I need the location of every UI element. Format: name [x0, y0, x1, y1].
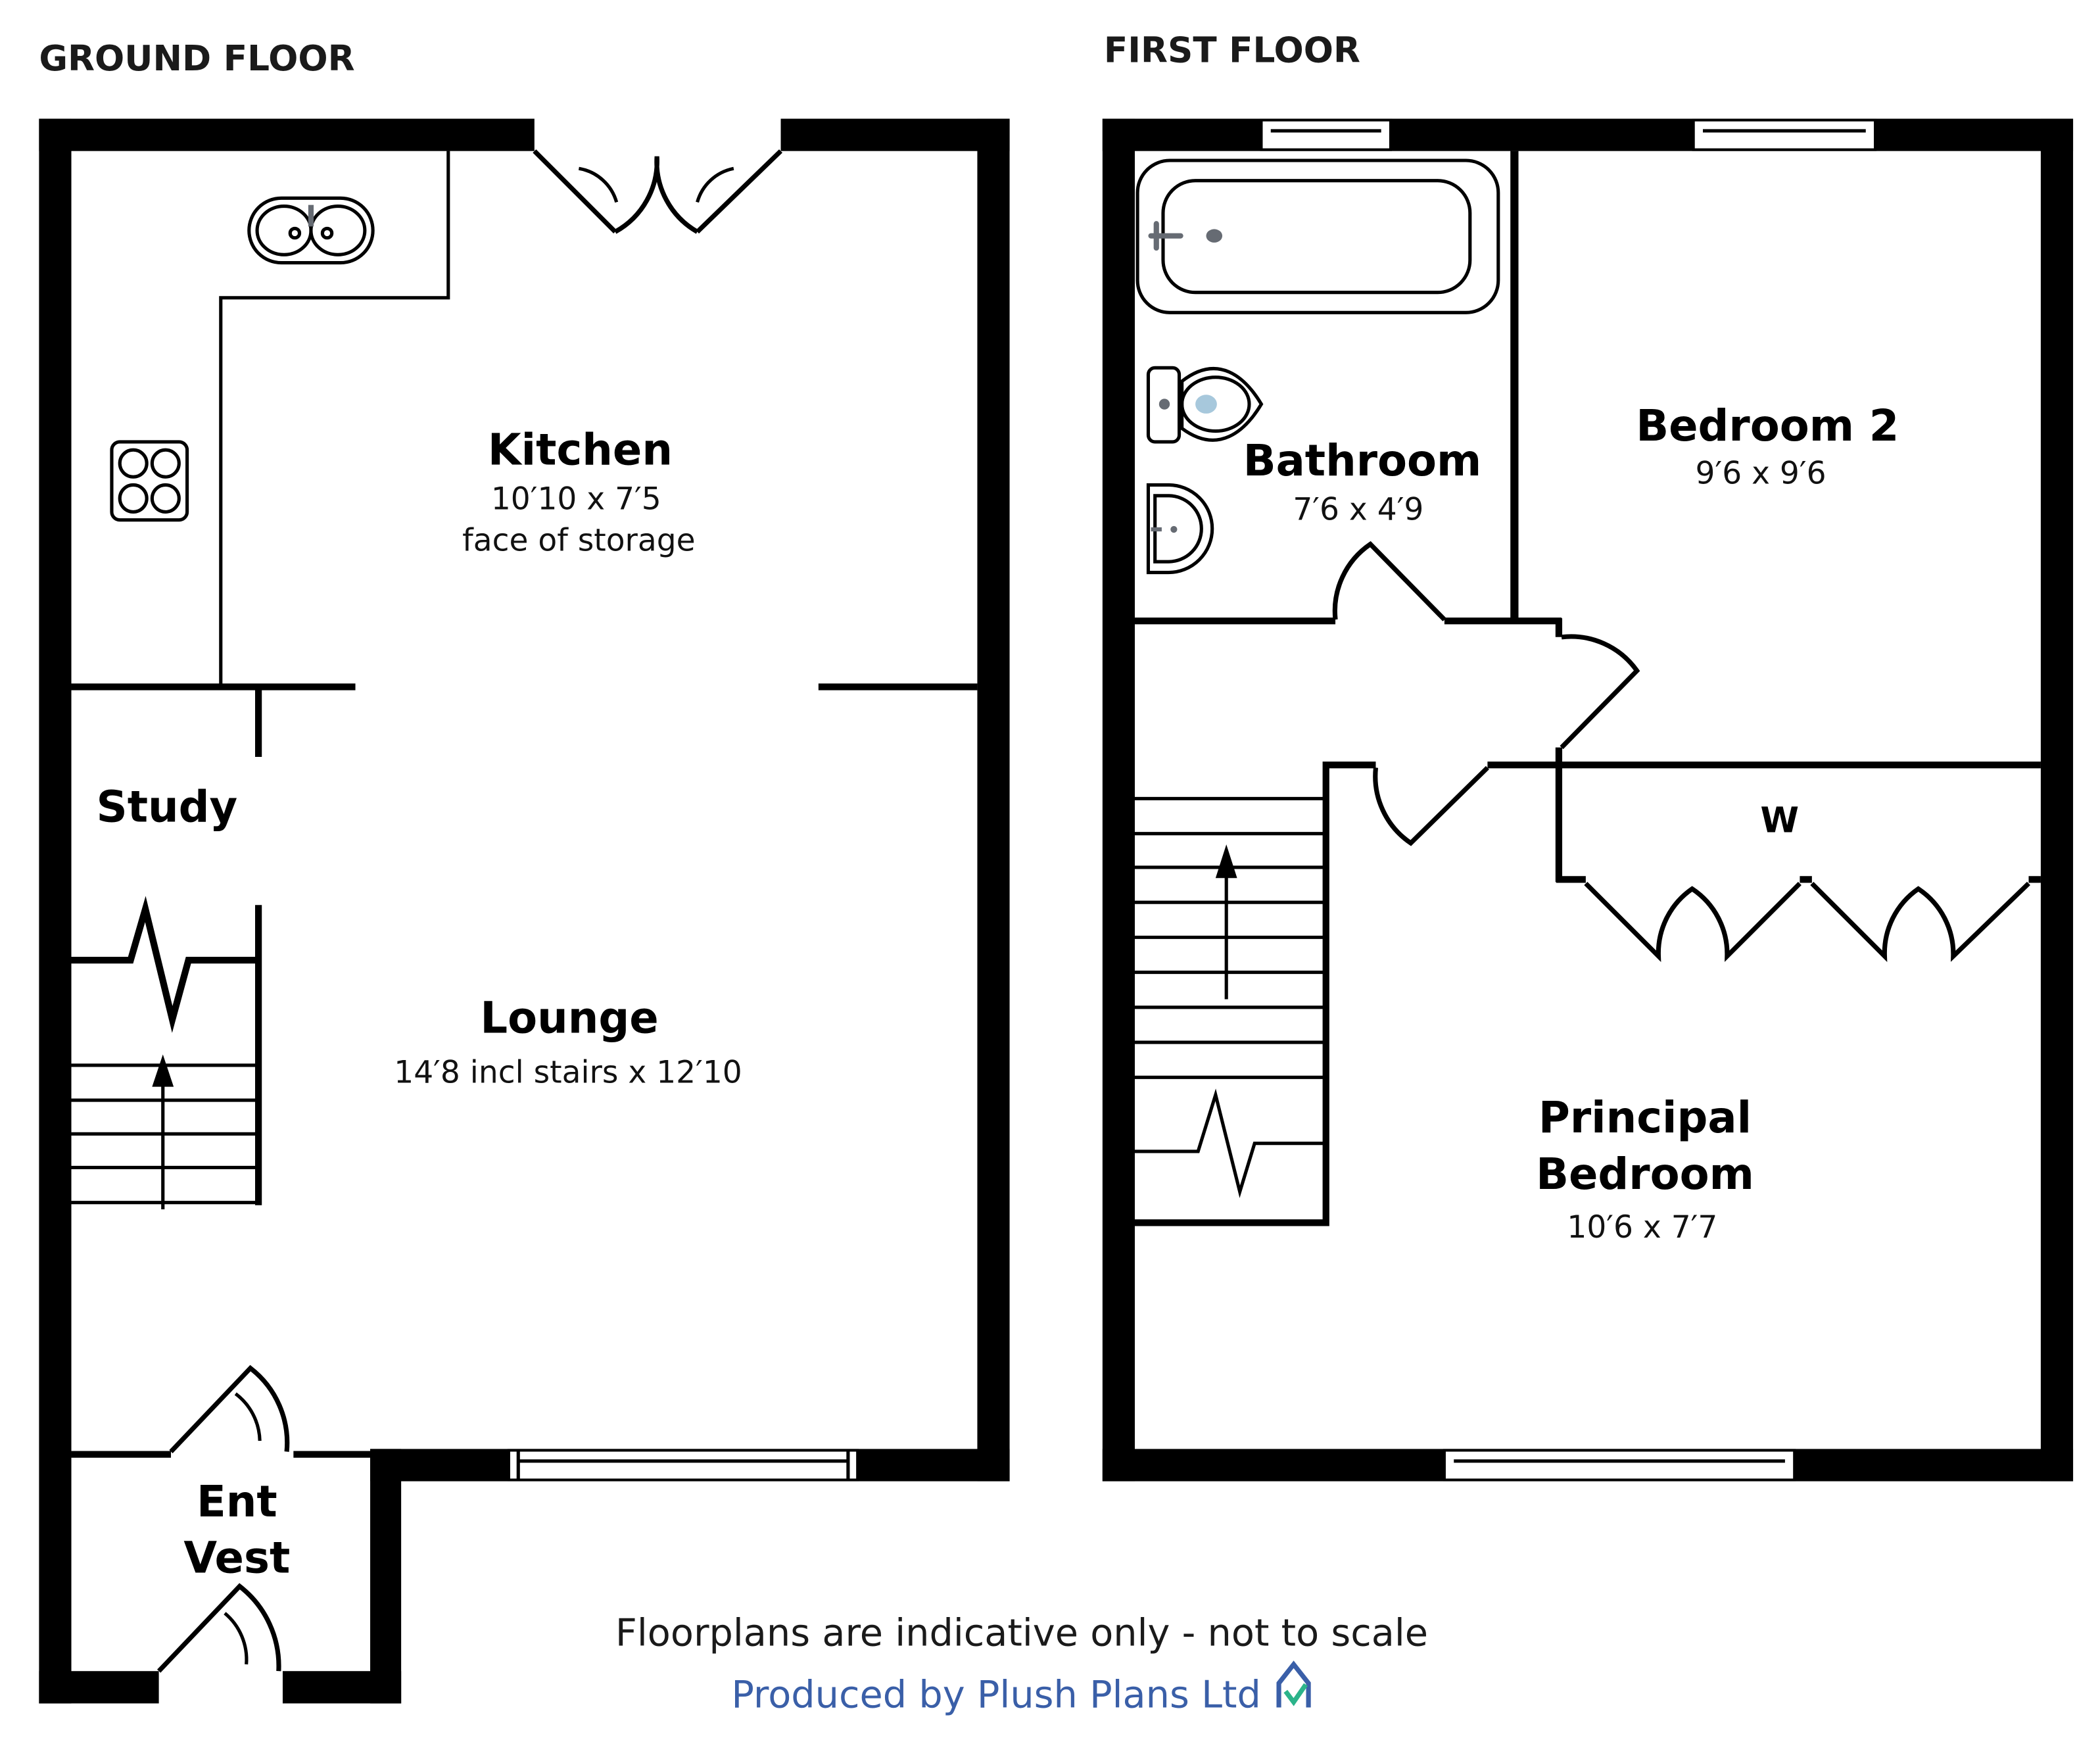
study-label: Study — [97, 782, 238, 832]
front-door — [157, 1583, 281, 1673]
bathroom-dimensions: 7′6 x 4′9 — [1293, 492, 1423, 528]
bathroom-label: Bathroom — [1243, 436, 1482, 486]
stairs — [1134, 796, 1324, 1198]
window — [1260, 118, 1393, 151]
vestibule-label-line2: Vest — [183, 1534, 290, 1583]
first-floor-plan: Bathroom 7′6 x 4′9 Bedroom 2 9′6 x 9′6 W… — [1102, 118, 2074, 1482]
ground-floor-title: GROUND FLOOR — [39, 38, 354, 79]
disclaimer: Floorplans are indicative only - not to … — [615, 1610, 1428, 1655]
sink-icon — [247, 196, 375, 265]
bath-icon — [1135, 158, 1500, 314]
wardrobe-doors — [1584, 881, 2030, 963]
kitchen-dimensions: 10′10 x 7′5 — [491, 481, 661, 517]
credit-link[interactable]: Produced by Plush Plans Ltd — [731, 1673, 1261, 1717]
bedroom-2-door — [1560, 634, 1640, 750]
bedroom-2-label: Bedroom 2 — [1636, 401, 1899, 451]
stairs — [71, 896, 259, 1209]
plush-plans-logo-icon — [1276, 1660, 1311, 1708]
vestibule-label-line1: Ent — [197, 1477, 277, 1527]
window — [1692, 118, 1877, 151]
first-floor-title: FIRST FLOOR — [1104, 30, 1360, 71]
window — [507, 1449, 859, 1482]
principal-bedroom-label-line1: Principal — [1539, 1093, 1752, 1143]
basin-icon — [1146, 483, 1214, 575]
wardrobe-label: W — [1760, 800, 1799, 841]
ground-floor-plan: Kitchen 10′10 x 7′5 face of storage Stud… — [39, 118, 1010, 1704]
door — [169, 1365, 290, 1453]
window — [1443, 1449, 1796, 1482]
toilet-icon — [1146, 366, 1264, 444]
arrow-up-icon — [1215, 844, 1237, 879]
arrow-up-icon — [152, 1054, 174, 1087]
kitchen-note: face of storage — [462, 523, 695, 559]
principal-bedroom-dimensions: 10′6 x 7′7 — [1567, 1209, 1717, 1245]
bedroom-2-dimensions: 9′6 x 9′6 — [1696, 455, 1826, 491]
french-door — [533, 149, 783, 234]
lounge-label: Lounge — [480, 994, 658, 1044]
principal-bedroom-door — [1373, 765, 1489, 846]
bathroom-door — [1332, 541, 1446, 621]
principal-bedroom-label-line2: Bedroom — [1536, 1149, 1754, 1199]
kitchen-label: Kitchen — [488, 425, 673, 475]
hob-icon — [110, 440, 189, 522]
lounge-dimensions: 14′8 incl stairs x 12′10 — [394, 1054, 742, 1090]
